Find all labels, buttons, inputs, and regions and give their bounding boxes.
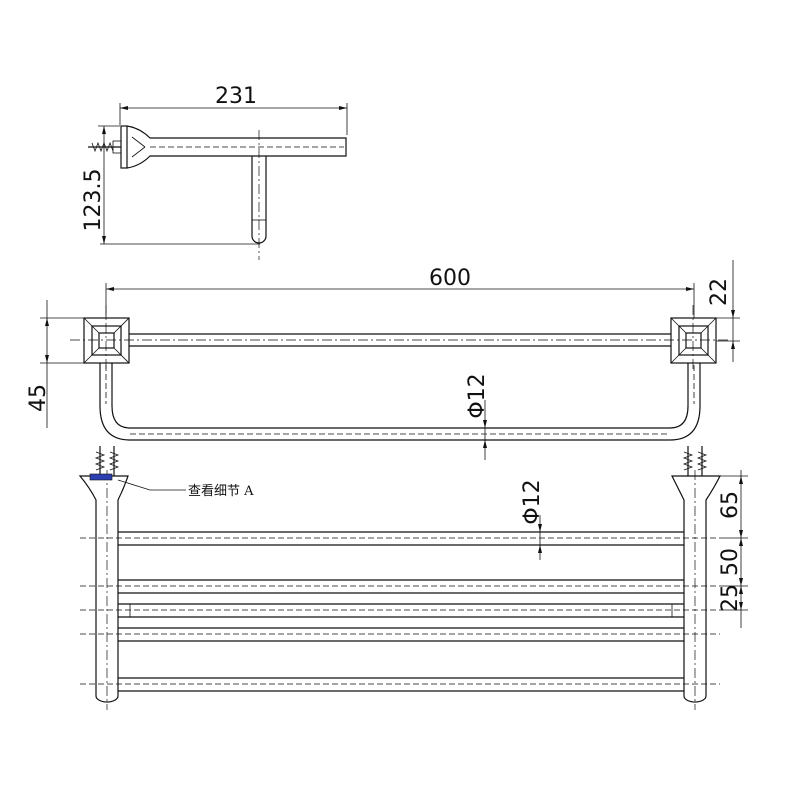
offset-dimension-label: 22 — [707, 278, 732, 306]
wall-plate — [120, 125, 128, 169]
right-post — [671, 475, 721, 703]
detail-callout-label: 查看细节 A — [188, 483, 254, 499]
height-dimension-label: 123.5 — [81, 169, 106, 232]
detail-leader — [117, 479, 186, 491]
left-wall-bracket — [83, 317, 130, 364]
side-view: 231 123.5 — [81, 84, 348, 260]
elevation-view: 查看细节 A Φ12 — [78, 446, 748, 710]
detail-marker — [89, 473, 113, 481]
left-post — [78, 475, 129, 703]
drop-dimension-label: 45 — [26, 384, 51, 412]
screw-icon — [88, 140, 122, 154]
spacing-bottom-label: 25 — [718, 584, 743, 612]
screw-icon — [94, 446, 120, 476]
length-dimension-label: 600 — [429, 266, 471, 291]
right-wall-bracket — [670, 317, 717, 364]
shelf-diameter-label: Φ12 — [520, 479, 545, 524]
tube-diameter-label: Φ12 — [465, 373, 490, 418]
front-view: 600 22 45 — [26, 260, 740, 460]
front-rail — [99, 363, 701, 441]
screw-icon — [682, 446, 708, 476]
spacing-top-label: 65 — [718, 491, 743, 519]
shelf-rails — [80, 531, 720, 692]
depth-dimension-label: 231 — [215, 84, 257, 109]
side-arm — [126, 125, 347, 169]
spacing-middle-label: 50 — [718, 548, 743, 576]
